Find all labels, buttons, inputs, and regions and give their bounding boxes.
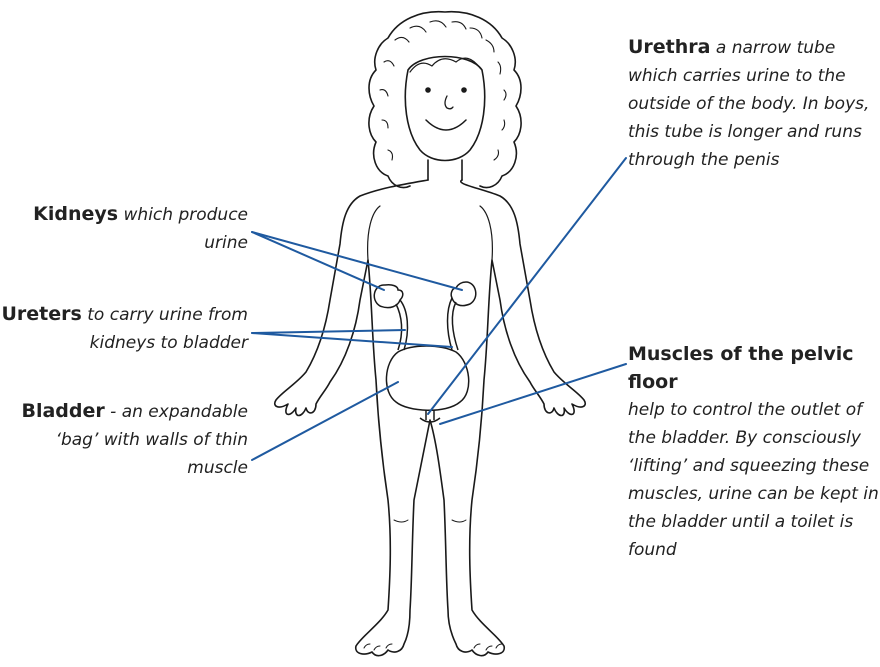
kidneys-desc: which produce urine — [124, 205, 248, 253]
muscles-label: Muscles of the pelvic floor help to cont… — [628, 340, 880, 564]
ureters-desc: to carry urine from kidneys to bladder — [87, 305, 248, 353]
toe-lines — [364, 644, 502, 650]
child-body-illustration — [275, 12, 586, 656]
kidneys-leader-left — [252, 232, 384, 290]
bladder-leader — [252, 382, 398, 460]
ureters-term: Ureters — [2, 303, 82, 325]
muscles-term: Muscles of the pelvic floor — [628, 340, 880, 396]
urethra-term: Urethra — [628, 36, 711, 58]
left-eye — [426, 88, 430, 92]
right-kidney — [451, 282, 476, 306]
bladder-label: Bladder - an expandable ‘bag’ with walls… — [10, 397, 248, 482]
knee-lines — [394, 520, 466, 522]
kidneys-leader-right — [252, 232, 462, 290]
ureters-label: Ureters to carry urine from kidneys to b… — [0, 300, 248, 357]
ureters-leader-left — [252, 330, 405, 333]
right-eye — [462, 88, 466, 92]
mouth — [426, 120, 466, 130]
nose — [445, 96, 453, 109]
arm-inner-lines — [368, 206, 493, 260]
kidneys-label: Kidneys which produce urine — [20, 200, 248, 257]
face-outline — [405, 57, 484, 161]
urinary-organs — [374, 282, 476, 422]
kidneys-term: Kidneys — [33, 203, 118, 225]
muscles-desc: help to control the outlet of the bladde… — [628, 396, 880, 564]
bladder-term: Bladder — [21, 400, 104, 422]
hair-curls — [380, 21, 506, 160]
right-ureter — [448, 298, 459, 350]
urethra-label: Urethra a narrow tube which carries urin… — [628, 33, 880, 174]
neck — [428, 160, 462, 180]
